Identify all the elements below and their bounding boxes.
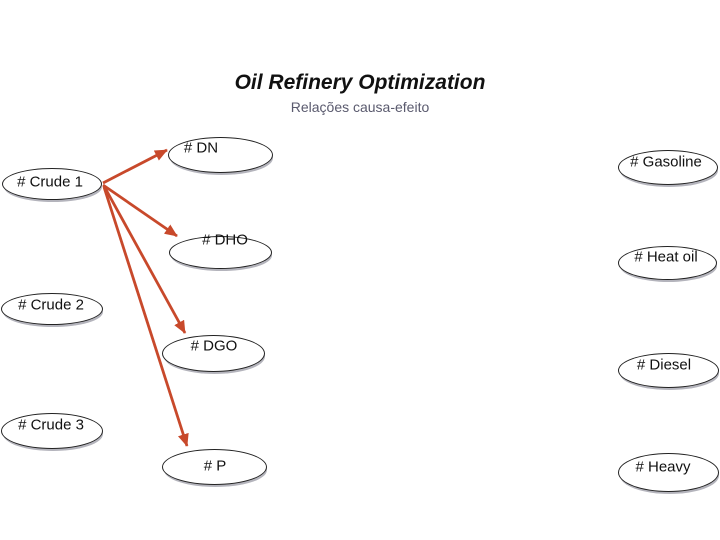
node-diesel — [618, 353, 719, 388]
edge-crude-1-to-dn — [102, 148, 168, 185]
node-crude-3 — [1, 413, 103, 449]
node-dgo — [162, 335, 265, 372]
edge-crude-1-to-p — [102, 186, 189, 447]
node-crude-1 — [2, 168, 102, 200]
node-dn — [168, 137, 273, 173]
slide-subtitle: Relações causa-efeito — [290, 99, 430, 115]
edge-crude-1-to-dgo — [102, 185, 187, 334]
node-p — [162, 449, 267, 485]
node-gasoline — [618, 150, 718, 185]
node-dho — [169, 236, 272, 269]
node-crude-2 — [1, 293, 103, 325]
edge-crude-1-to-dho — [102, 183, 178, 238]
slide-title: Oil Refinery Optimization — [234, 71, 486, 94]
node-heat-oil — [618, 246, 717, 280]
node-heavy — [618, 453, 719, 492]
